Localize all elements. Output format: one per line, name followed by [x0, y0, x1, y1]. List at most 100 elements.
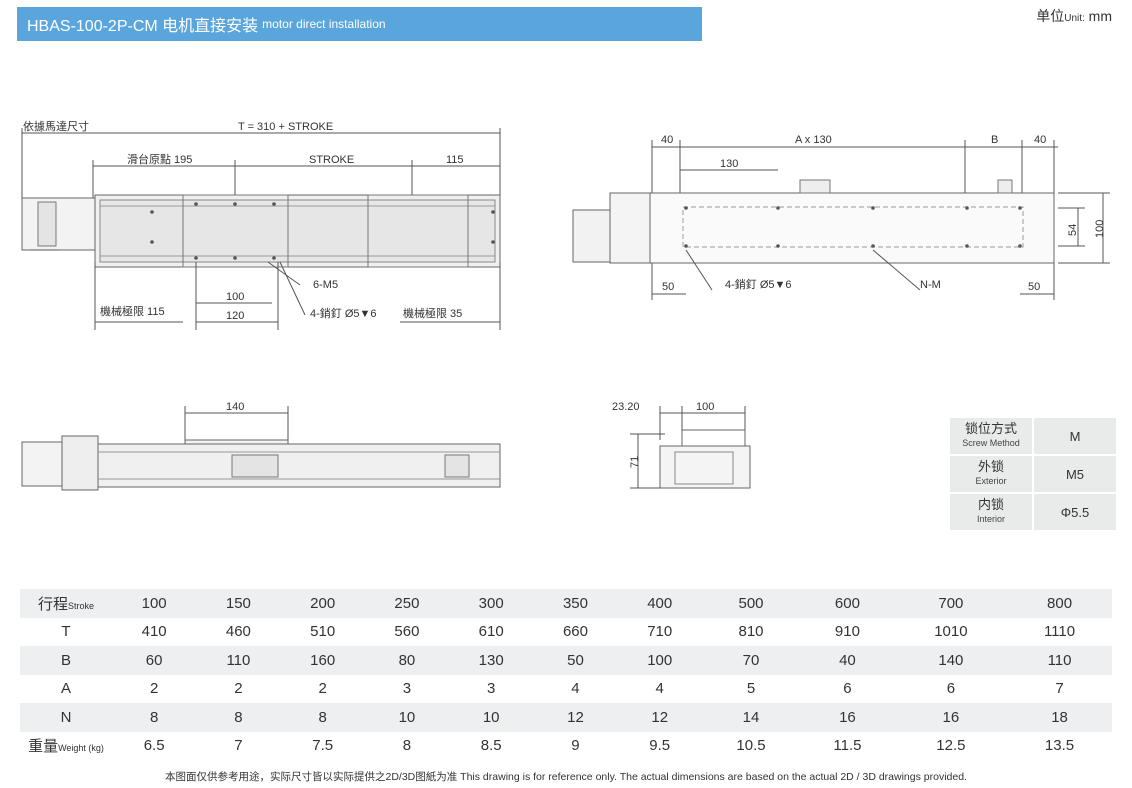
- dim-50-left: 50: [662, 281, 674, 293]
- spec-header-zh: B: [60, 651, 71, 669]
- dim-100-end: 100: [696, 401, 714, 413]
- spec-cell: 7: [1007, 674, 1112, 703]
- spec-row-header: A: [20, 674, 112, 703]
- spec-cell: 350: [533, 589, 618, 618]
- page-subtitle: motor direct installation: [262, 17, 386, 31]
- drawing-lines: [21, 128, 1110, 491]
- spec-cell: 160: [280, 646, 365, 675]
- spec-cell: 8: [364, 731, 450, 760]
- spec-cell: 460: [196, 617, 281, 646]
- spec-cell: 5: [701, 674, 801, 703]
- lock-key-en: Interior: [976, 514, 1005, 524]
- spec-row-header: 行程Stroke: [20, 589, 112, 618]
- lock-row: 内锁 Interior Φ5.5: [950, 494, 1116, 530]
- spec-header-zh: 行程: [37, 595, 68, 613]
- spec-cell: 500: [701, 589, 801, 618]
- spec-cell: 3: [449, 674, 534, 703]
- spec-cell: 1110: [1007, 617, 1112, 646]
- lock-key-zh: 内锁: [977, 497, 1004, 512]
- spec-cell: 40: [800, 646, 895, 675]
- spec-cell: 660: [533, 617, 618, 646]
- spec-cell: 13.5: [1007, 731, 1112, 760]
- unit-zh: 单位: [1036, 8, 1065, 24]
- spec-cell: 560: [364, 617, 450, 646]
- spec-cell: 7.5: [280, 731, 365, 760]
- spec-row-header: T: [20, 617, 112, 646]
- lock-value: Φ5.5: [1034, 494, 1116, 530]
- dim-mech-limit-35: 機械極限 35: [403, 306, 462, 320]
- spec-cell: 6: [800, 674, 895, 703]
- spec-cell: 3: [364, 674, 450, 703]
- spec-cell: 4: [617, 674, 702, 703]
- spec-cell: 2: [196, 674, 281, 703]
- spec-cell: 8: [280, 703, 365, 732]
- footer-note: 本图面仅供参考用途，实际尺寸皆以实际提供之2D/3D图紙为准 This draw…: [165, 771, 967, 783]
- spec-cell: 150: [196, 589, 281, 618]
- dim-stroke: STROKE: [309, 154, 354, 166]
- dim-40-left: 40: [661, 134, 673, 146]
- spec-cell: 12.5: [894, 731, 1008, 760]
- spec-cell: 80: [364, 646, 450, 675]
- spec-cell: 9: [533, 731, 618, 760]
- spec-row-header: N: [20, 703, 112, 732]
- spec-cell: 810: [701, 617, 801, 646]
- spec-cell: 510: [280, 617, 365, 646]
- spec-cell: 130: [449, 646, 534, 675]
- spec-row-header: B: [20, 646, 112, 675]
- spec-cell: 9.5: [617, 731, 702, 760]
- dim-100: 100: [226, 291, 244, 303]
- dim-140: 140: [226, 401, 244, 413]
- spec-cell: 110: [196, 646, 281, 675]
- spec-cell: 8: [112, 703, 197, 732]
- spec-cell: 110: [1007, 646, 1112, 675]
- dim-130: 130: [720, 158, 738, 170]
- spec-cell: 12: [617, 703, 702, 732]
- spec-cell: 10.5: [701, 731, 801, 760]
- spec-cell: 60: [112, 646, 197, 675]
- spec-cell: 8.5: [449, 731, 534, 760]
- spec-header-zh: N: [60, 708, 72, 726]
- spec-cell: 200: [280, 589, 365, 618]
- spec-cell: 100: [617, 646, 702, 675]
- spec-row-header: 重量Weight (kg): [20, 731, 112, 760]
- spec-cell: 6: [894, 674, 1008, 703]
- spec-header-zh: A: [60, 680, 71, 698]
- dim-motor-size: 依據馬達尺寸: [23, 119, 89, 133]
- spec-cell: 250: [364, 589, 450, 618]
- technical-drawing: 依據馬達尺寸 T = 310 + STROKE 滑台原點 195 STROKE …: [21, 119, 1110, 491]
- dim-40-right: 40: [1034, 134, 1046, 146]
- spec-cell: 16: [800, 703, 895, 732]
- dim-6-m5: 6-M5: [313, 279, 338, 291]
- unit-en: Unit:: [1064, 13, 1085, 24]
- spec-cell: 7: [196, 731, 281, 760]
- spec-cell: 610: [449, 617, 534, 646]
- dim-50-right: 50: [1028, 281, 1040, 293]
- spec-cell: 300: [449, 589, 534, 618]
- dim-54: 54: [1067, 224, 1079, 236]
- dim-120: 120: [226, 310, 244, 322]
- spec-cell: 70: [701, 646, 801, 675]
- dim-total-length: T = 310 + STROKE: [238, 121, 333, 133]
- spec-cell: 140: [894, 646, 1008, 675]
- spec-cell: 1010: [894, 617, 1008, 646]
- spec-cell: 600: [800, 589, 895, 618]
- spec-cell: 710: [617, 617, 702, 646]
- spec-cell: 11.5: [800, 731, 895, 760]
- lock-key-zh: 锁位方式: [964, 421, 1017, 436]
- dim-pin-top: 4-銷釘 Ø5▼6: [725, 277, 792, 291]
- spec-cell: 4: [533, 674, 618, 703]
- spec-cell: 6.5: [112, 731, 197, 760]
- unit-label: 单位Unit: mm: [1036, 6, 1112, 26]
- spec-header-en: Stroke: [68, 600, 95, 611]
- spec-header-zh: 重量: [28, 738, 59, 756]
